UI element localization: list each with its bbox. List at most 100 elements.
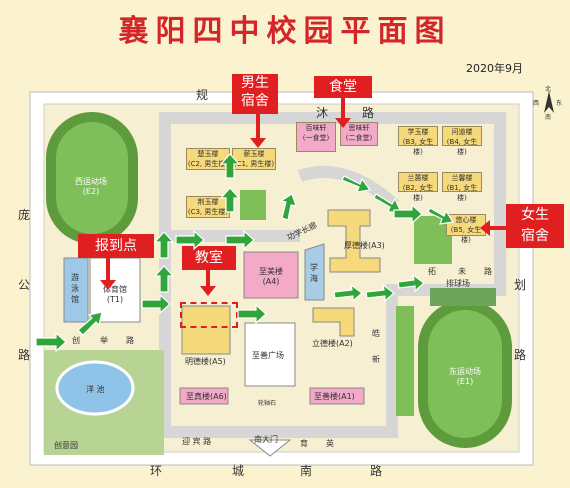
xin-code: (C1, 男生楼): [233, 160, 275, 168]
xin-building: 薪玉楼 (C1, 男生楼): [232, 148, 276, 170]
chu-code: (C2, 男生楼): [187, 160, 229, 168]
si-name: 思味轩: [348, 124, 370, 132]
road-left-2: 公: [18, 278, 31, 292]
mingde-label: 明德楼(A5): [185, 357, 226, 366]
mingde-shape: [181, 305, 231, 355]
callout-boys-dorm-line1: 男生: [241, 75, 269, 91]
bai-building: 百味轩 (一食堂): [296, 122, 336, 152]
yu-code: (B3, 女生楼): [402, 138, 434, 156]
compass-north: 北: [545, 86, 552, 93]
lunjiao-label: 轮轴石: [258, 400, 277, 407]
compass-south: 南: [545, 114, 552, 121]
page-title: 襄阳四中校园平面图: [118, 14, 452, 49]
nan-building: 兰馨楼 (B1, 女生楼): [442, 172, 482, 202]
callout-report[interactable]: 报到点: [78, 234, 154, 258]
lide-label: 立德楼(A2): [312, 339, 353, 348]
court-label: 排球场: [446, 279, 470, 288]
nan-name: 兰馨楼: [451, 174, 473, 182]
lide-shape: [312, 307, 355, 337]
east-field-label: 东运动场 (E1): [440, 366, 490, 386]
yu-name: 学玉楼: [407, 128, 429, 136]
zhimei-name: 至美楼: [259, 267, 283, 276]
houde-label: 厚德楼(A3): [344, 241, 385, 250]
road-chuang-3: 路: [126, 336, 134, 345]
lan-name: 兰蕙楼: [407, 174, 429, 182]
gym-name: 体育馆: [103, 285, 127, 294]
callout-girls-dorm[interactable]: 女生 宿舍: [506, 204, 564, 248]
west-field-code: (E2): [82, 187, 100, 196]
callout-boys-dorm-line2: 宿舍: [241, 93, 269, 109]
gym-label: 体育馆 (T1): [90, 284, 140, 304]
road-bottom-4: 路: [370, 464, 383, 478]
road-right-1: 划: [514, 278, 527, 292]
callout-canteen[interactable]: 食堂: [314, 76, 372, 98]
hui-code: (B5, 女生楼): [450, 226, 482, 244]
date-label: 2020年9月: [466, 62, 523, 75]
si-code: (二食堂): [345, 134, 373, 142]
xuehai-char-1: 学: [310, 263, 318, 272]
pool-label: 游 泳 馆: [71, 272, 81, 305]
bai-name: 百味轩: [305, 124, 327, 132]
chu-name: 楚玉楼: [197, 150, 219, 158]
xin-name: 薪玉楼: [243, 150, 265, 158]
xuehai-shape: [304, 243, 325, 301]
road-left-1: 庞: [18, 208, 31, 222]
square-shape: [244, 322, 296, 387]
callout-girls-dorm-line2: 宿舍: [521, 228, 549, 244]
zhizhen-label: 至真楼(A6): [186, 392, 227, 401]
hui-building: 悠心楼 (B5, 女生楼): [446, 214, 486, 244]
yi-code: (C3, 男生楼): [187, 208, 229, 216]
compass-west: 西: [533, 100, 540, 107]
road-top-2: 沐: [316, 106, 329, 120]
si-building: 思味轩 (二食堂): [340, 122, 378, 146]
east-field-name: 东运动场: [449, 367, 481, 376]
jiu-name: 问道楼: [451, 128, 473, 136]
jiu-building: 问道楼 (B4, 女生楼): [442, 126, 482, 156]
jiu-code: (B4, 女生楼): [446, 138, 478, 156]
compass-arrow-icon: [544, 91, 554, 113]
classroom-highlight: [180, 302, 238, 328]
hui-name: 悠心楼: [455, 216, 477, 224]
bai-code: (一食堂): [302, 134, 330, 142]
road-tuo-2: 未: [458, 267, 466, 276]
road-right-2: 路: [514, 348, 527, 362]
south-gate-label: 南大门: [254, 435, 278, 444]
road-haoyi-1: 皓: [372, 329, 380, 338]
callout-boys-dorm[interactable]: 男生 宿舍: [232, 74, 278, 114]
xuehai-label: 学 海: [310, 262, 322, 284]
chu-building: 楚玉楼 (C2, 男生楼): [186, 148, 230, 170]
road-haoyi-2: 新: [372, 355, 380, 364]
west-field-name: 西运动场: [75, 177, 107, 186]
road-bottom-2: 城: [232, 464, 245, 478]
red-arrows: [100, 98, 506, 296]
green-arrows: [35, 153, 454, 353]
zhishan-shape: [309, 387, 365, 405]
pool-char-3: 馆: [71, 295, 79, 304]
houde-shape: [327, 209, 381, 273]
east-field-code: (E1): [456, 377, 474, 386]
road-top-1: 规: [196, 88, 209, 102]
west-field-label: 西运动场 (E2): [66, 176, 116, 196]
road-bottom-1: 环: [150, 464, 163, 478]
pool-shape: [63, 257, 89, 323]
garden-label: 创意园: [54, 441, 78, 450]
pond-shape: [55, 360, 135, 416]
xuehai-char-2: 海: [310, 274, 318, 283]
callout-classroom[interactable]: 教室: [182, 246, 236, 270]
pool-char-2: 泳: [71, 284, 79, 293]
south-gate-shape: [248, 439, 292, 457]
yu-building: 学玉楼 (B3, 女生楼): [398, 126, 438, 156]
lan-building: 兰蕙楼 (B2, 女生楼): [398, 172, 438, 202]
callout-girls-dorm-line1: 女生: [521, 207, 549, 223]
road-chuang-2: 举: [100, 336, 108, 345]
zhimei-shape: [243, 251, 299, 299]
zhishan-label: 至善楼(A1): [314, 392, 355, 401]
gym-code: (T1): [106, 295, 124, 304]
road-top-3: 路: [362, 106, 375, 120]
compass-east: 东: [556, 100, 563, 107]
court-shape: [430, 288, 496, 306]
road-inner-south: 迎 宾 路: [182, 437, 212, 446]
road-tuo-3: 路: [484, 267, 492, 276]
pool-char-1: 游: [71, 273, 79, 282]
